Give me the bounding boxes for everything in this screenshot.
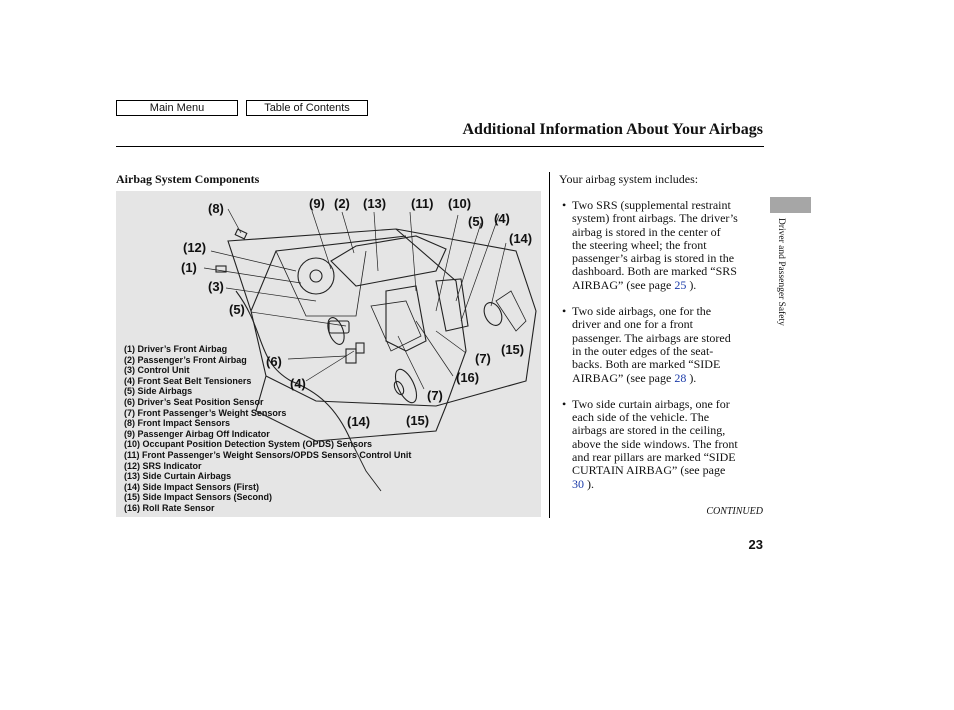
legend-item: (3) Control Unit — [124, 365, 190, 376]
callout-7-rear: (7) — [427, 388, 443, 403]
list-item: • Two side curtain airbags, one for each… — [562, 396, 767, 491]
legend-item: (4) Front Seat Belt Tensioners — [124, 375, 252, 386]
callout-2: (2) — [334, 196, 350, 211]
callout-3: (3) — [208, 279, 224, 294]
callout-8: (8) — [208, 201, 224, 216]
bullet-icon: • — [562, 396, 567, 411]
legend-item: (5) Side Airbags — [124, 386, 193, 397]
callout-14-rear: (14) — [347, 414, 371, 429]
callout-9: (9) — [309, 196, 325, 211]
callout-12: (12) — [183, 240, 207, 255]
bullet-text: Two SRS (supplemental restraint system) … — [572, 198, 738, 292]
legend-item: (7) Front Passenger’s Weight Sensors — [124, 407, 287, 418]
callout-15: (15) — [501, 342, 525, 357]
page-title: Additional Information About Your Airbag… — [462, 121, 763, 138]
bullet-text: Two side airbags, one for the driver and… — [572, 304, 731, 385]
airbag-list: • Two SRS (supplemental restraint system… — [562, 198, 767, 504]
bullet-text: Two side curtain airbags, one for each s… — [572, 396, 738, 491]
list-item: • Two side airbags, one for the driver a… — [562, 304, 767, 385]
legend-item: (13) Side Curtain Airbags — [124, 471, 232, 482]
bullet-icon: • — [562, 304, 567, 319]
legend-item: (15) Side Impact Sensors (Second) — [124, 492, 273, 503]
title-divider — [116, 146, 764, 147]
callout-6: (6) — [266, 354, 282, 369]
callout-10: (10) — [448, 196, 472, 211]
legend-item: (9) Passenger Airbag Off Indicator — [124, 428, 270, 439]
legend-item: (2) Passenger’s Front Airbag — [124, 354, 247, 365]
section-side-label: Driver and Passenger Safety — [776, 218, 786, 326]
page-number: 23 — [748, 537, 763, 552]
column-divider — [549, 172, 550, 518]
page-link[interactable]: 25 — [674, 277, 687, 292]
legend-item: (10) Occupant Position Detection System … — [124, 439, 373, 450]
legend-item: (8) Front Impact Sensors — [124, 418, 231, 429]
legend: (1) Driver’s Front Airbag (2) Passenger’… — [124, 344, 411, 514]
legend-item: (11) Front Passenger’s Weight Sensors/OP… — [124, 449, 412, 460]
car-interior-illustration — [203, 208, 537, 492]
callout-7: (7) — [475, 351, 491, 366]
callout-5-driver: (5) — [229, 302, 245, 317]
callout-5: (5) — [468, 214, 484, 229]
continued-label: CONTINUED — [706, 506, 763, 517]
table-of-contents-button[interactable]: Table of Contents — [246, 100, 368, 116]
legend-item: (6) Driver’s Seat Position Sensor — [124, 396, 264, 407]
callout-15-rear: (15) — [406, 413, 430, 428]
legend-item: (1) Driver’s Front Airbag — [124, 344, 228, 354]
main-menu-button[interactable]: Main Menu — [116, 100, 238, 116]
callout-14: (14) — [509, 231, 533, 246]
page-link[interactable]: 28 — [674, 370, 687, 385]
page-link[interactable]: 30 — [572, 476, 584, 491]
callout-13: (13) — [363, 196, 387, 211]
callout-16: (16) — [456, 370, 480, 385]
legend-item: (14) Side Impact Sensors (First) — [124, 481, 260, 492]
intro-text: Your airbag system includes: — [559, 172, 699, 186]
callout-4-driver: (4) — [290, 376, 306, 391]
legend-item: (16) Roll Rate Sensor — [124, 502, 215, 513]
section-tab — [770, 197, 811, 213]
section-heading: Airbag System Components — [116, 172, 260, 186]
airbag-diagram: (9) (2) (13) (11) (10) (8) (5) (4) (14) … — [116, 191, 541, 517]
callout-1: (1) — [181, 260, 197, 275]
legend-item: (12) SRS Indicator — [124, 460, 202, 471]
callout-11: (11) — [411, 196, 434, 211]
list-item: • Two SRS (supplemental restraint system… — [562, 198, 767, 292]
callout-4: (4) — [494, 211, 510, 226]
bullet-icon: • — [562, 198, 567, 212]
